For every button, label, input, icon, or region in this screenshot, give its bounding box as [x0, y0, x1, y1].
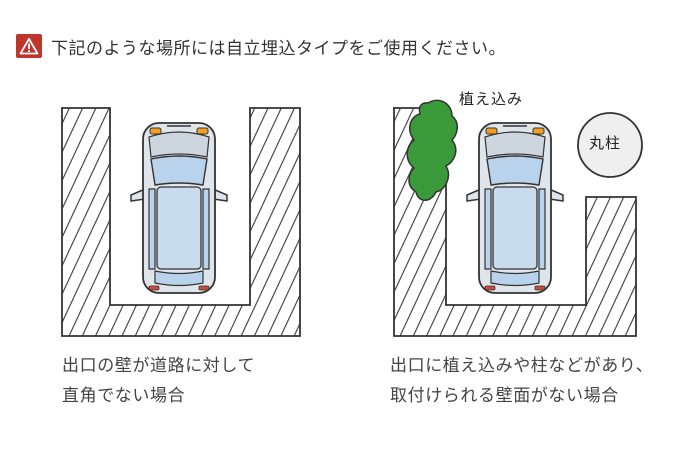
left-caption-line1: 出口の壁が道路に対して	[62, 356, 256, 376]
notice-bar: 下記のような場所には自立埋込タイプをご使用ください。	[16, 33, 506, 59]
right-caption-line1: 出口に植え込みや柱などがあり、	[390, 356, 654, 376]
left-caption-line2: 直角でない場合	[62, 386, 186, 406]
left-scene	[61, 107, 301, 337]
notice-text: 下記のような場所には自立埋込タイプをご使用ください。	[51, 38, 506, 59]
right-caption-line2: 取付けられる壁面がない場合	[390, 386, 619, 406]
plant-label: 植え込み	[459, 90, 524, 108]
right-scene	[393, 99, 643, 337]
right-caption: 出口に植え込みや柱などがあり、 取付けられる壁面がない場合	[390, 351, 653, 411]
plant-icon	[406, 99, 458, 201]
left-caption: 出口の壁が道路に対して 直角でない場合	[62, 351, 255, 411]
warning-icon	[16, 34, 42, 58]
left-car-icon	[130, 122, 228, 294]
left-wall-hatching	[61, 107, 301, 337]
pillar-label: 丸柱	[589, 134, 622, 152]
right-car-icon	[466, 122, 564, 294]
pillar-icon	[577, 112, 643, 178]
